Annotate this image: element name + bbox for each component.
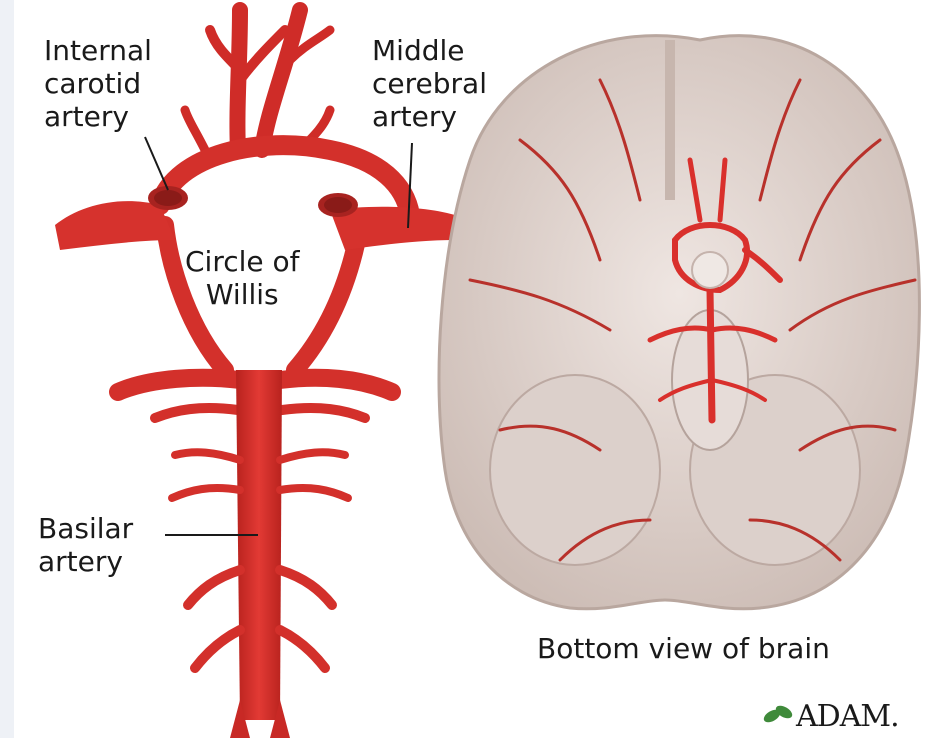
middle-cerebral-line-3: artery <box>372 100 487 133</box>
middle-cerebral-label: Middle cerebral artery <box>372 34 487 133</box>
adam-logo-text: ADAM. <box>796 699 899 734</box>
internal-carotid-line-3: artery <box>44 100 152 133</box>
circle-of-willis-line-1: Circle of <box>185 245 300 278</box>
middle-cerebral-line-2: cerebral <box>372 67 487 100</box>
basilar-artery-label: Basilar artery <box>38 512 133 578</box>
basilar-artery <box>172 370 348 738</box>
middle-cerebral-line-1: Middle <box>372 34 487 67</box>
brain-bottom-view <box>439 36 919 609</box>
internal-carotid-line-2: carotid <box>44 67 152 100</box>
bottom-view-caption: Bottom view of brain <box>537 632 830 665</box>
internal-carotid-line-1: Internal <box>44 34 152 67</box>
circle-of-willis-label: Circle of Willis <box>185 245 300 311</box>
basilar-line-2: artery <box>38 545 133 578</box>
circle-of-willis-line-2: Willis <box>185 278 300 311</box>
anterior-cerebral-arteries <box>185 10 330 150</box>
adam-logo: ADAM. <box>760 696 899 736</box>
internal-carotid-label: Internal carotid artery <box>44 34 152 133</box>
basilar-line-1: Basilar <box>38 512 133 545</box>
